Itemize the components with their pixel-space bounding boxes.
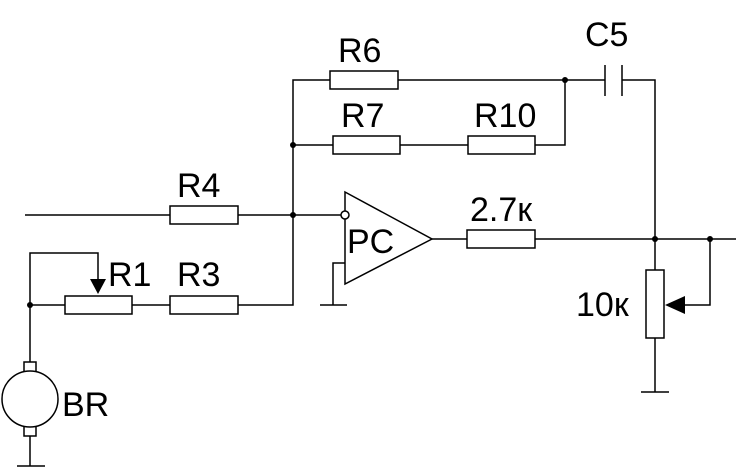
capacitor-c5 xyxy=(604,65,623,96)
resistor-r10 xyxy=(467,135,536,155)
resistor-r1 xyxy=(64,295,133,315)
label-br: BR xyxy=(62,386,109,424)
label-r3: R3 xyxy=(177,256,220,294)
pot-wiper-arrow xyxy=(665,296,685,314)
resistor-2-7k xyxy=(466,229,536,249)
r1-wiper-arrow xyxy=(90,279,106,294)
wires xyxy=(17,79,736,467)
label-r4: R4 xyxy=(177,167,220,205)
resistor-r6 xyxy=(329,70,399,90)
label-r7: R7 xyxy=(341,97,384,135)
label-10k: 10к xyxy=(576,286,630,324)
op-amp-pc xyxy=(340,190,434,286)
resistor-r3 xyxy=(169,295,239,315)
junction-dot xyxy=(707,236,713,242)
inverting-input-circle xyxy=(340,210,350,220)
junction-dot xyxy=(290,142,296,148)
label-r6: R6 xyxy=(338,32,381,70)
label-c5: C5 xyxy=(585,16,628,54)
potentiometer-10k xyxy=(645,269,665,339)
label-r10: R10 xyxy=(474,97,536,135)
junction-dot xyxy=(652,236,658,242)
motor-br xyxy=(1,361,59,437)
resistor-r7 xyxy=(332,135,401,155)
label-2-7k: 2.7к xyxy=(470,191,533,229)
resistor-r4 xyxy=(169,205,239,225)
junction-dot xyxy=(27,302,33,308)
label-pc: PC xyxy=(347,223,394,261)
junction-dot xyxy=(562,77,568,83)
junction-dot xyxy=(290,212,296,218)
label-r1: R1 xyxy=(108,256,151,294)
